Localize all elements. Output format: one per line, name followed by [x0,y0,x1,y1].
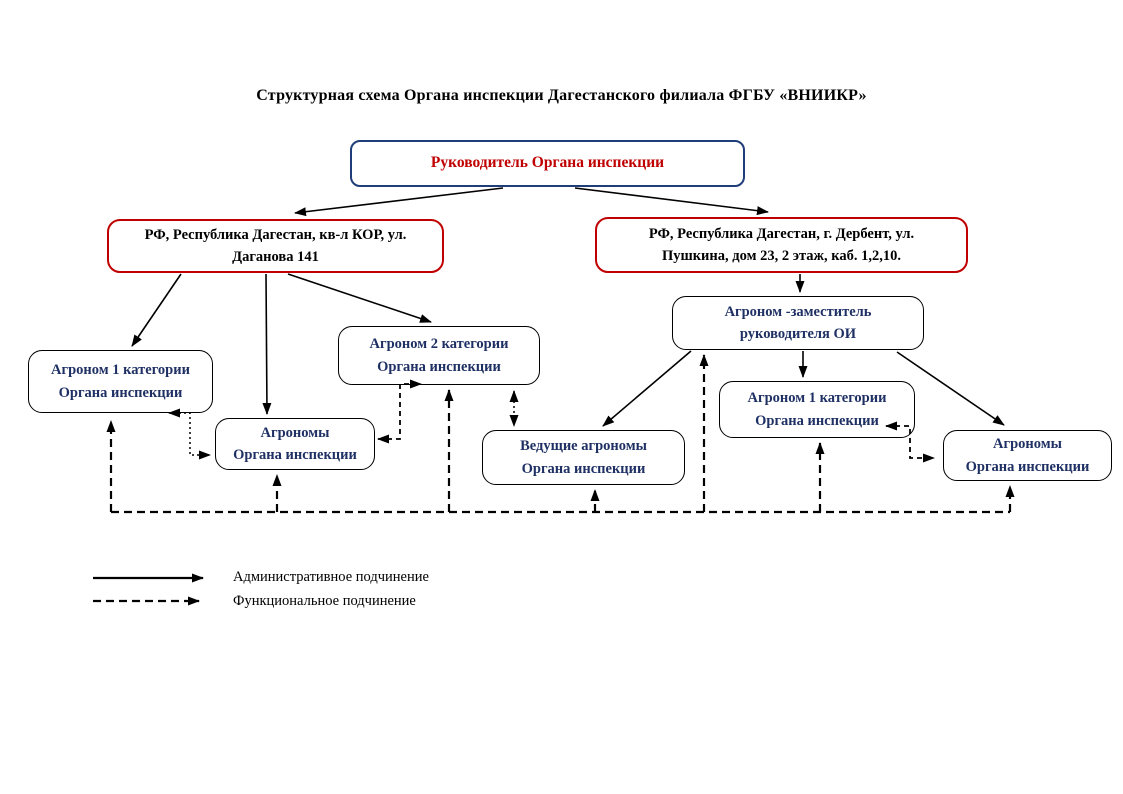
node-deputy-head: Агроном -заместитель руководителя ОИ [672,296,924,350]
page-title: Структурная схема Органа инспекции Дагес… [256,87,867,104]
node-agronomists-left: Агрономы Органа инспекции [215,418,375,470]
node-label-line2: руководителя ОИ [739,326,857,342]
node-label-line2: Органа инспекции [233,447,357,463]
node-address-right: РФ, Республика Дагестан, г. Дербент, ул.… [595,217,968,273]
node-label: Руководитель Органа инспекции [430,154,665,172]
edge-addressleft-to-agronomist2 [287,273,432,323]
edge-agronomists-left-agronomist2 [377,379,422,444]
node-label-line2: Органа инспекции [58,384,183,401]
node-label-line2: Органа инспекции [377,358,501,375]
edge-head-to-address-left [294,187,504,217]
node-head-of-inspection: Руководитель Органа инспекции [350,140,745,187]
edge-deputy-to-lead-agronomists [602,350,692,427]
node-label-line1: РФ, Республика Дагестан, кв-л КОР, ул. [144,226,407,243]
node-label-line2: Органа инспекции [521,460,646,477]
edge-addressleft-to-agronomists-left [262,273,272,415]
node-agronomist1-left: Агроном 1 категории Органа инспекции [28,350,213,413]
node-agronomist1-right: Агроном 1 категории Органа инспекции [719,381,915,438]
node-lead-agronomists: Ведущие агрономы Органа инспекции [482,430,685,485]
legend-samples [93,573,204,606]
node-label-line2: Пушкина, дом 23, 2 этаж, каб. 1,2,10. [661,248,902,264]
node-label-line2: Органа инспекции [755,412,879,429]
legend-label-administrative: Административное подчинение [233,569,429,585]
edge-head-to-address-right [574,187,769,216]
node-label-line2: Даганова 141 [232,249,319,265]
legend-label-functional: Функциональное подчинение [233,593,416,609]
node-label-line1: Агрономы [260,424,330,441]
node-agronomists-right: Агрономы Органа инспекции [943,430,1112,481]
node-label-line1: Агроном 1 категории [51,362,190,379]
node-label-line2: Органа инспекции [965,458,1090,475]
node-label-line1: Агроном 1 категории [747,390,887,407]
node-label-line1: Агрономы [993,436,1062,453]
node-label-line1: РФ, Республика Дагестан, г. Дербент, ул. [648,225,915,242]
node-agronomist2: Агроном 2 категории Органа инспекции [338,326,540,385]
node-label-line1: Ведущие агрономы [520,438,647,455]
node-label-line1: Агроном 2 категории [369,336,509,353]
node-label-line1: Агроном -заместитель [724,303,872,320]
node-address-left: РФ, Республика Дагестан, кв-л КОР, ул. Д… [107,219,444,273]
edge-agronomist1-left-agronomists-left [168,408,211,460]
edge-addressleft-to-agronomist1-left [131,273,182,347]
